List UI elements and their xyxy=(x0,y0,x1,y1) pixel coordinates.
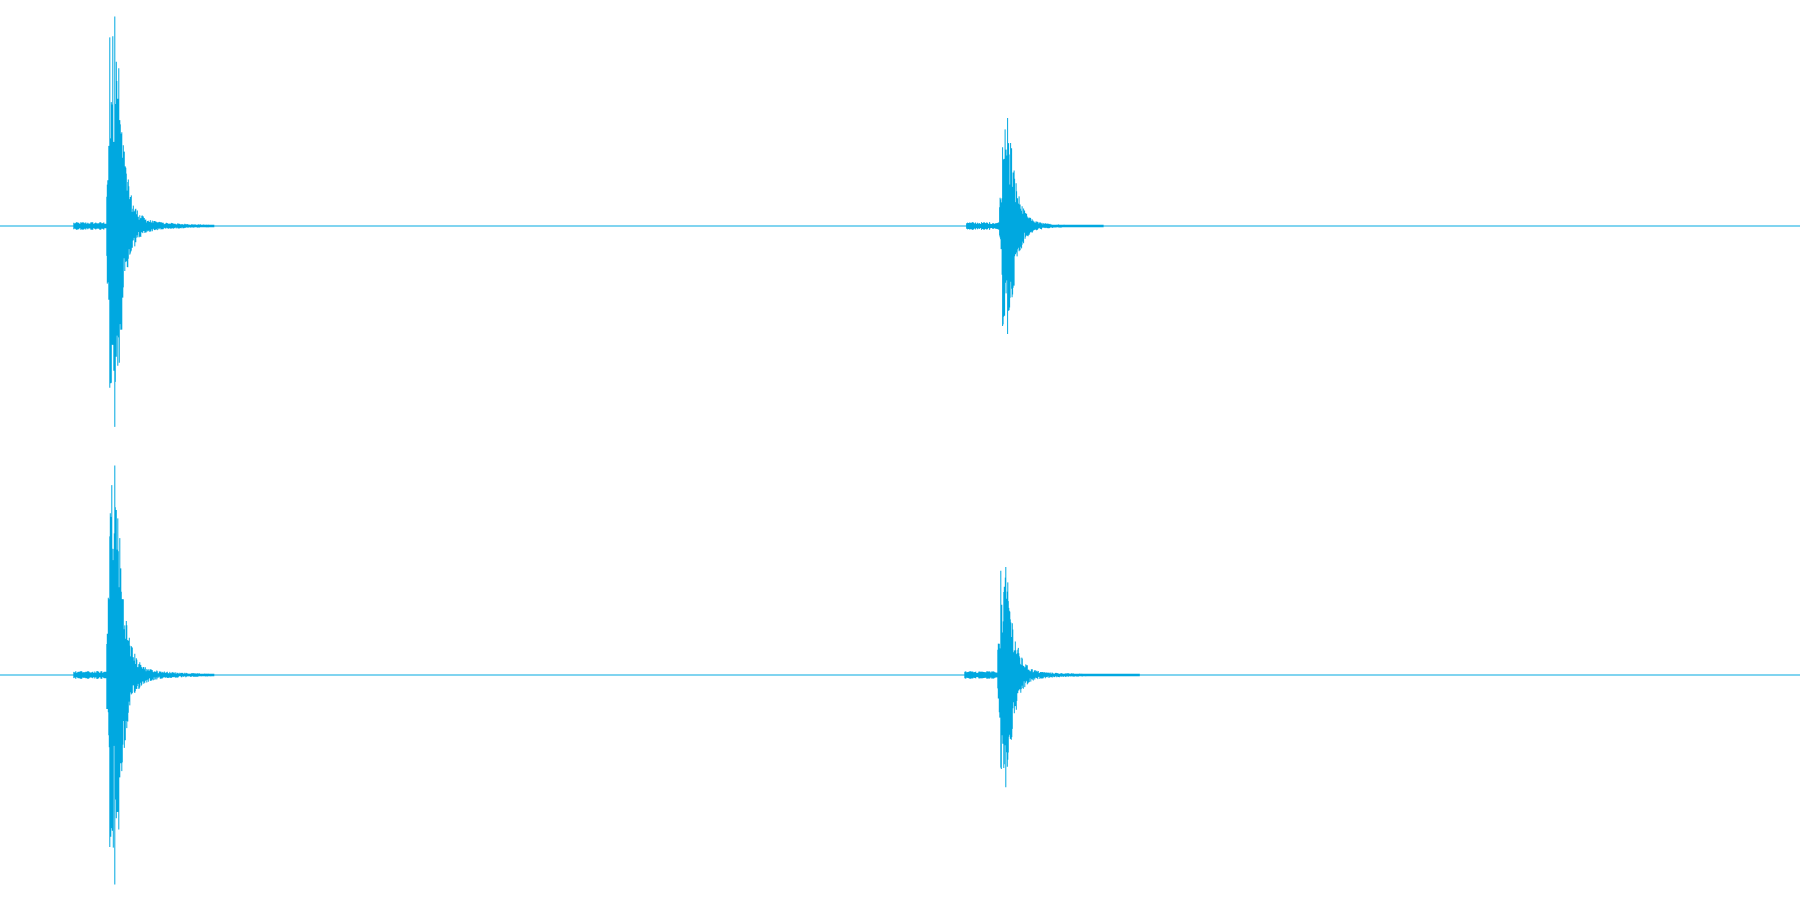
waveform-burst-2 xyxy=(964,567,1140,788)
channel-right-track[interactable] xyxy=(0,465,1800,885)
waveform-burst-2 xyxy=(966,118,1104,334)
waveform-burst-1 xyxy=(73,16,215,427)
channel-left-track[interactable] xyxy=(0,16,1800,427)
waveform-burst-1 xyxy=(73,465,215,885)
